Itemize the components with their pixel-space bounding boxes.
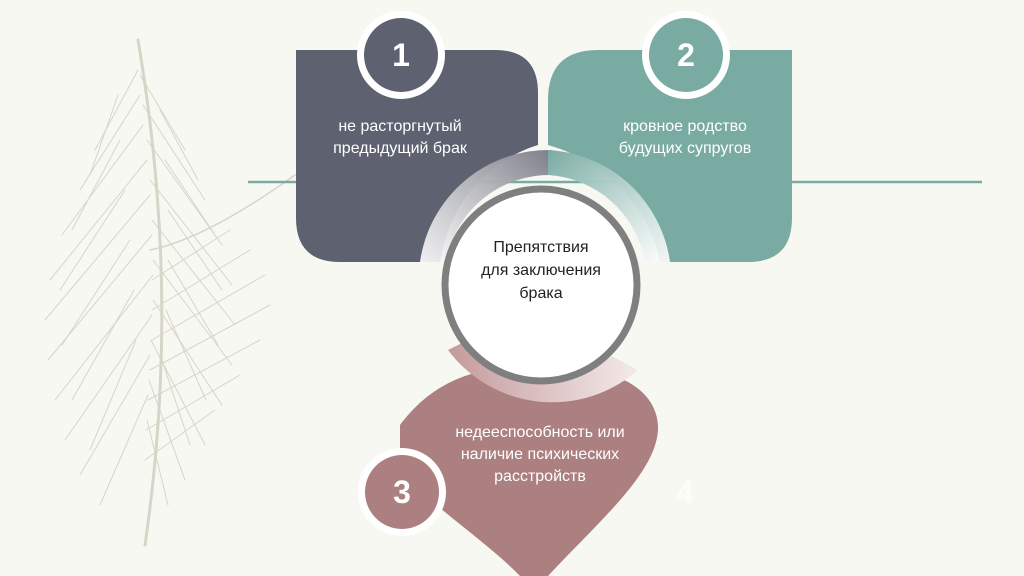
badge-2 <box>649 18 723 92</box>
badge-2-number: 2 <box>677 37 695 73</box>
ring-arc-1 <box>420 149 552 262</box>
ring-arc-2 <box>548 150 670 262</box>
center-label: Препятствия для заключения брака <box>481 239 601 302</box>
shape-3 <box>400 365 659 576</box>
feather-illustration <box>44 38 296 547</box>
badge-3 <box>365 455 439 529</box>
ring-arc-3 <box>448 340 638 403</box>
center-circle <box>441 185 641 385</box>
badge-1 <box>364 18 438 92</box>
item-3-label: недееспособность или наличие психических… <box>455 424 625 485</box>
shape-2 <box>548 50 792 262</box>
item-1-label: не расторгнутый предыдущий брак <box>333 118 467 157</box>
badge-1-number: 1 <box>392 37 410 73</box>
badge-3-number: 3 <box>393 474 411 510</box>
shape-1 <box>296 50 538 262</box>
item-2-label: кровное родство будущих супругов <box>618 118 752 157</box>
faded-number-4: 4 <box>676 474 694 510</box>
